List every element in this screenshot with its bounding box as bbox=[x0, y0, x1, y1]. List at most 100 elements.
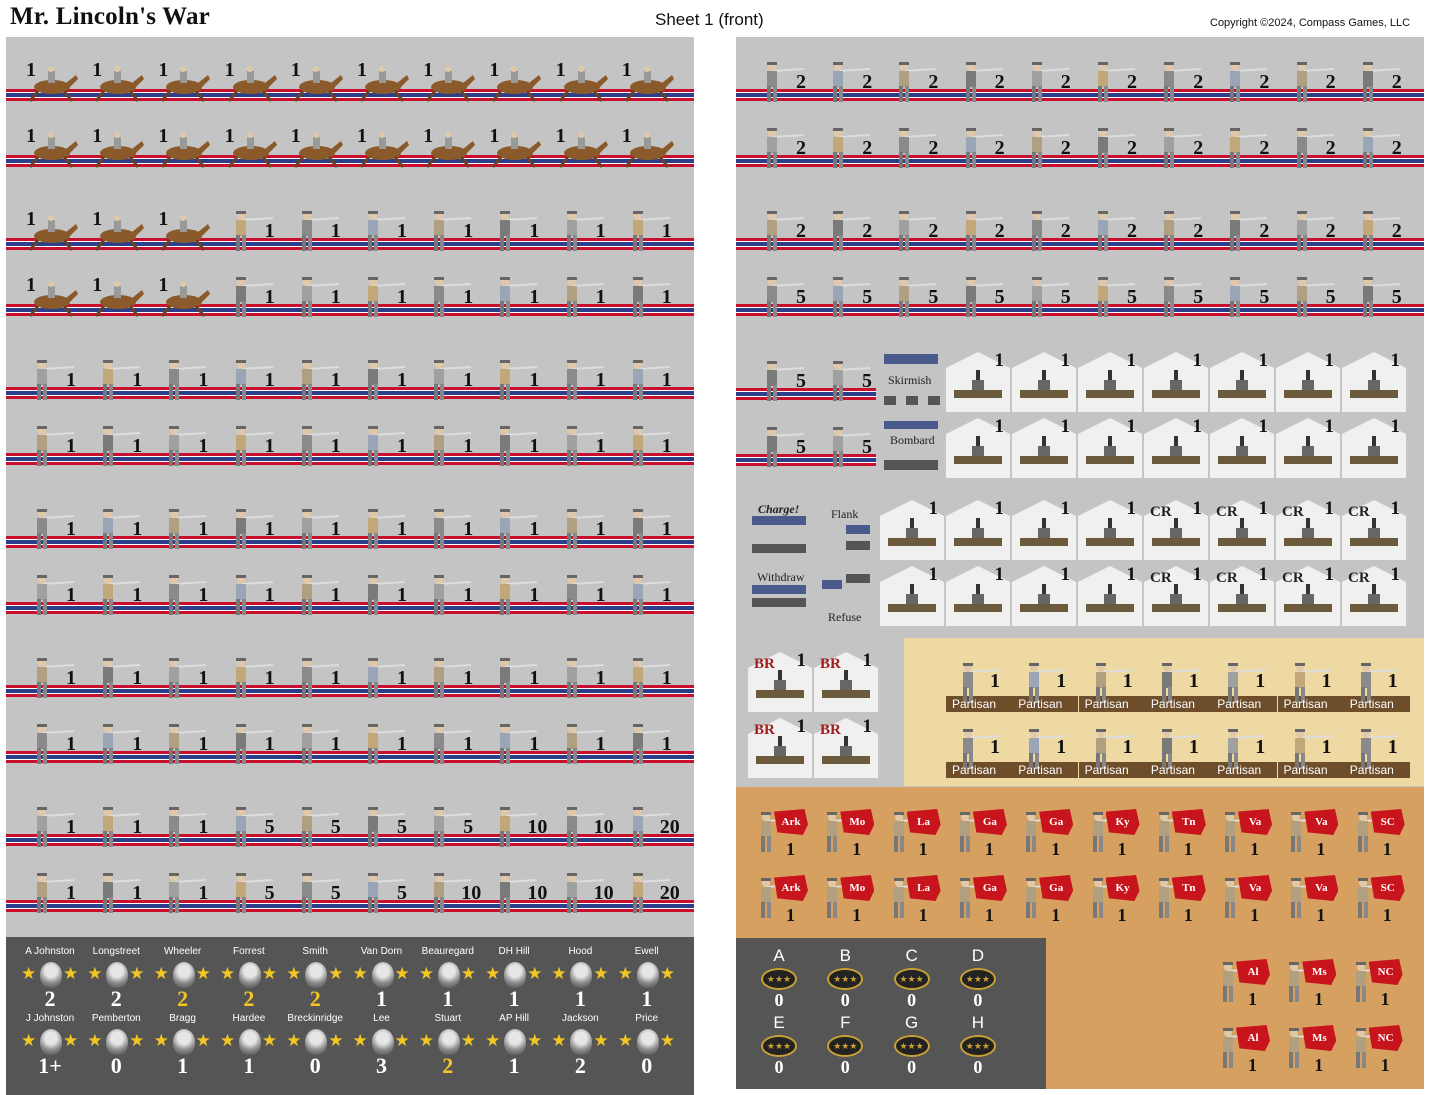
charge-marker[interactable]: Charge! bbox=[758, 502, 800, 516]
unit-counter[interactable]: 1 bbox=[86, 562, 152, 622]
unit-counter[interactable]: 1 bbox=[152, 794, 218, 854]
leader-counter[interactable]: J Johnston★★1+ bbox=[17, 1013, 83, 1079]
unit-counter[interactable]: 1 bbox=[285, 496, 351, 556]
unit-counter[interactable]: 1 bbox=[483, 711, 549, 771]
unit-counter[interactable]: 1 bbox=[20, 115, 86, 175]
unit-counter[interactable]: 1 bbox=[86, 711, 152, 771]
unit-counter[interactable]: 1 bbox=[20, 347, 86, 407]
leader-counter[interactable]: Ewell★★1 bbox=[614, 946, 680, 1012]
unit-counter[interactable]: 2 bbox=[1213, 115, 1279, 175]
leader-counter[interactable]: Jackson★★2 bbox=[547, 1013, 613, 1079]
unit-counter[interactable]: 2 bbox=[1280, 198, 1346, 258]
unit-counter[interactable]: 10 bbox=[550, 860, 616, 920]
unit-counter[interactable]: 1 bbox=[152, 711, 218, 771]
unit-counter[interactable]: 2 bbox=[1015, 198, 1081, 258]
unit-counter[interactable]: 1 bbox=[483, 115, 549, 175]
hq-counter[interactable]: G★★★0 bbox=[879, 1013, 945, 1079]
unit-counter[interactable]: 1 bbox=[483, 496, 549, 556]
ironclad-counter[interactable]: 1 bbox=[1078, 498, 1142, 560]
unit-counter[interactable]: 1 bbox=[20, 413, 86, 473]
unit-counter[interactable]: 2 bbox=[750, 115, 816, 175]
gunboat-counter[interactable]: 1 bbox=[1078, 416, 1142, 478]
unit-counter[interactable]: 5 bbox=[882, 264, 948, 324]
unit-counter[interactable]: 5 bbox=[351, 860, 417, 920]
withdraw-marker[interactable]: Withdraw bbox=[757, 570, 805, 584]
skirmish-marker[interactable]: Skirmish bbox=[888, 373, 932, 387]
unit-counter[interactable]: 1 bbox=[20, 49, 86, 109]
unit-counter[interactable]: 1 bbox=[219, 711, 285, 771]
unit-counter[interactable]: 1 bbox=[616, 115, 682, 175]
unit-counter[interactable]: 1 bbox=[219, 645, 285, 705]
unit-counter[interactable]: 1 bbox=[285, 711, 351, 771]
unit-counter[interactable]: 1 bbox=[616, 562, 682, 622]
unit-counter[interactable]: 1 bbox=[20, 794, 86, 854]
ironclad-counter[interactable]: 1 bbox=[1012, 564, 1076, 626]
unit-counter[interactable]: 1 bbox=[616, 347, 682, 407]
leader-counter[interactable]: Wheeler★★2 bbox=[150, 946, 216, 1012]
unit-counter[interactable]: 1 bbox=[351, 645, 417, 705]
unit-counter[interactable]: 1 bbox=[285, 413, 351, 473]
unit-counter[interactable]: 1 bbox=[351, 711, 417, 771]
unit-counter[interactable]: 1 bbox=[351, 264, 417, 324]
unit-counter[interactable]: 1 bbox=[351, 115, 417, 175]
unit-counter[interactable]: 1 bbox=[550, 645, 616, 705]
leader-counter[interactable]: Van Dorn★★1 bbox=[349, 946, 415, 1012]
unit-counter[interactable]: 2 bbox=[1081, 115, 1147, 175]
unit-counter[interactable]: 1 bbox=[351, 198, 417, 258]
unit-counter[interactable]: 1 bbox=[417, 645, 483, 705]
unit-counter[interactable]: 1 bbox=[152, 562, 218, 622]
unit-counter[interactable]: 1 bbox=[285, 562, 351, 622]
unit-counter[interactable]: 1 bbox=[616, 198, 682, 258]
unit-counter[interactable]: 1 bbox=[86, 198, 152, 258]
unit-counter[interactable]: 1 bbox=[550, 115, 616, 175]
leader-counter[interactable]: Forrest★★2 bbox=[216, 946, 282, 1012]
gunboat-counter[interactable]: 1 bbox=[1144, 350, 1208, 412]
unit-counter[interactable]: 1 bbox=[417, 49, 483, 109]
leader-counter[interactable]: Smith★★2 bbox=[282, 946, 348, 1012]
unit-counter[interactable]: 1 bbox=[219, 496, 285, 556]
unit-counter[interactable]: 5 bbox=[285, 860, 351, 920]
unit-counter[interactable]: 2 bbox=[882, 198, 948, 258]
unit-counter[interactable]: 5 bbox=[219, 794, 285, 854]
unit-counter[interactable]: 1 bbox=[351, 562, 417, 622]
refuse-marker[interactable]: Refuse bbox=[828, 610, 862, 624]
unit-counter[interactable]: 5 bbox=[1147, 264, 1213, 324]
unit-counter[interactable]: 1 bbox=[351, 496, 417, 556]
unit-counter[interactable]: 1 bbox=[616, 264, 682, 324]
unit-counter[interactable]: 2 bbox=[1346, 198, 1412, 258]
unit-counter[interactable]: 1 bbox=[152, 49, 218, 109]
unit-counter[interactable]: 1 bbox=[351, 347, 417, 407]
unit-counter[interactable]: 1 bbox=[550, 562, 616, 622]
unit-counter[interactable]: 1 bbox=[219, 115, 285, 175]
unit-counter[interactable]: 5 bbox=[750, 264, 816, 324]
unit-counter[interactable]: 2 bbox=[1213, 49, 1279, 109]
unit-counter[interactable]: 5 bbox=[1213, 264, 1279, 324]
unit-counter[interactable]: 1 bbox=[86, 413, 152, 473]
unit-counter[interactable]: 20 bbox=[616, 860, 682, 920]
hq-counter[interactable]: F★★★0 bbox=[812, 1013, 878, 1079]
unit-counter[interactable]: 1 bbox=[417, 496, 483, 556]
ironclad-counter[interactable]: 1 bbox=[1012, 498, 1076, 560]
leader-counter[interactable]: AP Hill★★1 bbox=[481, 1013, 547, 1079]
unit-counter[interactable]: 1 bbox=[550, 413, 616, 473]
